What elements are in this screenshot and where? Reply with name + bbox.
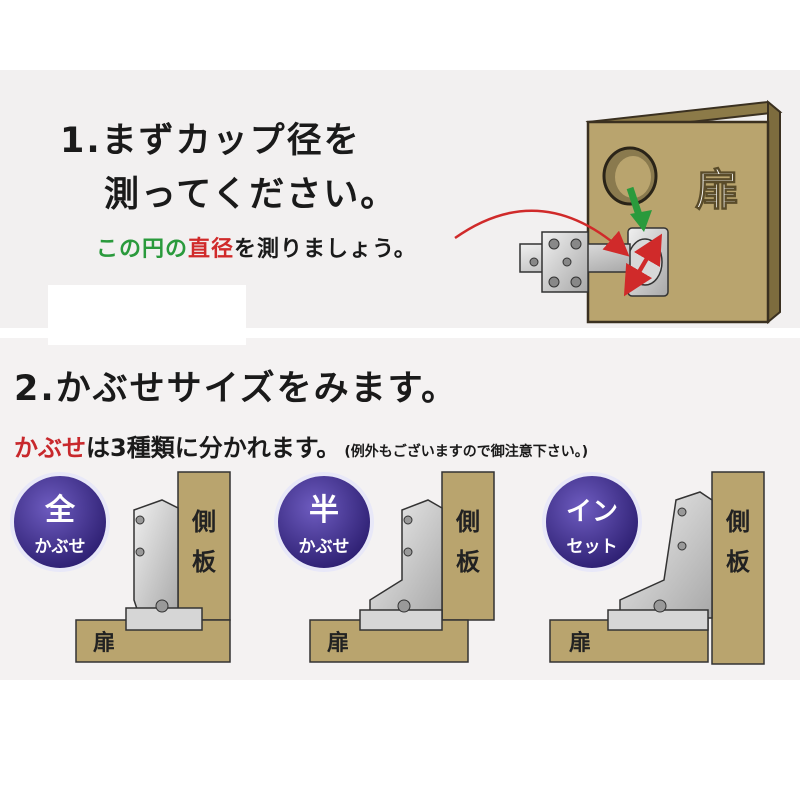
- door-board-label: 扉: [93, 630, 115, 656]
- screw-icon: [570, 238, 582, 250]
- door-illustration: 扉: [454, 99, 783, 325]
- badge-circle: [274, 472, 374, 572]
- panel-inset: 側 板 扉 イン セット: [542, 471, 765, 665]
- badge-label-1: 半: [309, 493, 339, 528]
- types-red-text: かぶせ: [14, 434, 86, 462]
- screw-icon: [677, 507, 687, 517]
- types-description: かぶせは3種類に分かれます。(例外もございますので御注意下さい。): [14, 428, 588, 463]
- side-board-label-1: 側: [191, 508, 216, 536]
- screw-icon: [135, 547, 145, 557]
- blank-box: [48, 285, 246, 345]
- side-board-label-2: 板: [192, 548, 217, 576]
- types-rest-text: は3種類に分かれます。: [86, 434, 341, 462]
- measure-rest-text: を測りましょう。: [234, 237, 417, 262]
- hinge-cup: [359, 609, 443, 631]
- screw-icon: [562, 257, 572, 267]
- green-arrowhead-icon: [630, 210, 652, 232]
- screw-icon: [653, 599, 667, 613]
- screw-icon: [135, 515, 145, 525]
- screw-icon: [570, 276, 582, 288]
- screw-icon: [397, 599, 411, 613]
- screw-icon: [155, 599, 169, 613]
- step1-title-line1: 1.まずカップ径を: [60, 121, 361, 161]
- red-curve-arrow-icon: [454, 209, 630, 257]
- screw-icon: [677, 541, 687, 551]
- types-note: (例外もございますので御注意下さい。): [344, 444, 589, 460]
- screw-icon: [403, 515, 413, 525]
- side-board-label-1: 側: [725, 508, 750, 536]
- badge-label-1: 全: [44, 493, 76, 528]
- side-board-label-2: 板: [726, 548, 751, 576]
- door-label: 扉: [695, 165, 739, 216]
- badge-label-1: イン: [566, 497, 618, 527]
- step2-title: 2.かぶせサイズをみます。: [14, 369, 459, 409]
- side-board-label-1: 側: [455, 508, 480, 536]
- screw-icon: [548, 276, 560, 288]
- hinge-cup: [607, 609, 709, 631]
- panel-half-overlay: 側 板 扉 半 かぶせ: [274, 471, 495, 663]
- screw-icon: [403, 547, 413, 557]
- badge-label-2: セット: [567, 537, 618, 557]
- side-board: [177, 471, 231, 621]
- badge-circle: [10, 472, 110, 572]
- door-board-label: 扉: [569, 630, 591, 656]
- measure-green-text: この円の: [96, 237, 189, 262]
- measure-instruction: この円の直径を測りましょう。: [96, 231, 417, 263]
- badge-circle: [542, 472, 642, 572]
- side-board: [441, 471, 495, 621]
- badge-label-2: かぶせ: [35, 537, 86, 557]
- badge-label-2: かぶせ: [299, 537, 350, 557]
- diameter-arrow-icon: [623, 251, 653, 297]
- side-board-label-2: 板: [456, 548, 481, 576]
- measure-red-text: 直径: [188, 237, 235, 262]
- side-board: [711, 471, 765, 665]
- step1-title-line2: 測ってください。: [104, 175, 398, 215]
- cup-hole-inner: [615, 156, 651, 198]
- screw-icon: [529, 257, 539, 267]
- panel-full-overlay: 側 板 扉 全 かぶせ: [10, 471, 231, 663]
- door-board-label: 扉: [327, 630, 349, 656]
- screw-icon: [548, 238, 560, 250]
